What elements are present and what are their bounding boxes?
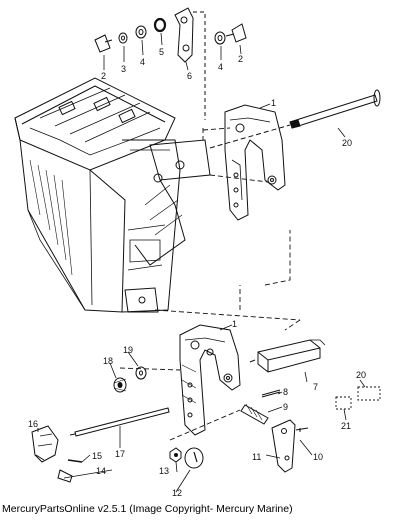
callout-14: 14 (96, 466, 107, 476)
upper-clamp-bracket (224, 104, 286, 221)
callout-16: 16 (28, 419, 39, 429)
callout-10: 10 (313, 452, 324, 462)
callout-15: 15 (92, 451, 103, 461)
top-fasteners (94, 17, 247, 53)
callout-4-right: 4 (218, 62, 224, 72)
callout-21: 21 (341, 421, 352, 431)
callout-5: 5 (159, 47, 165, 57)
copyright-footer: MercuryPartsOnline v2.5.1 (Image Copyrig… (2, 503, 293, 515)
callout-18: 18 (103, 356, 114, 366)
callout-8: 8 (283, 387, 289, 397)
bracket-washers (113, 366, 147, 393)
trim-rod (69, 407, 170, 437)
trim-pin-clip (31, 425, 83, 483)
callout-11: 11 (252, 452, 262, 462)
nut-and-plug (169, 447, 204, 469)
callout-1-lower: 1 (232, 319, 238, 329)
driveshaft-housing (14, 77, 211, 313)
tilt-tube (209, 89, 381, 149)
callout-2-left: 2 (101, 71, 107, 81)
callout-20-decal: 20 (356, 370, 367, 380)
callout-19: 19 (123, 345, 134, 355)
callout-3: 3 (121, 64, 127, 74)
callout-13: 13 (159, 466, 170, 476)
tilt-lock-lever (174, 7, 206, 120)
callout-7: 7 (313, 382, 319, 392)
callout-17: 17 (115, 449, 126, 459)
callout-20-tube: 20 (342, 138, 353, 148)
anode-block (249, 339, 326, 373)
callout-6: 6 (187, 71, 193, 81)
lower-clamp-bracket (179, 324, 241, 436)
leader-lines (37, 32, 366, 493)
callout-4-left: 4 (140, 57, 146, 67)
callout-2-right: 2 (238, 54, 244, 64)
callout-1-upper: 1 (271, 98, 277, 108)
detent-parts (240, 389, 309, 473)
callout-9: 9 (283, 402, 289, 412)
callout-12: 12 (172, 488, 183, 498)
decals (335, 386, 381, 410)
assembly-lines (119, 127, 301, 441)
